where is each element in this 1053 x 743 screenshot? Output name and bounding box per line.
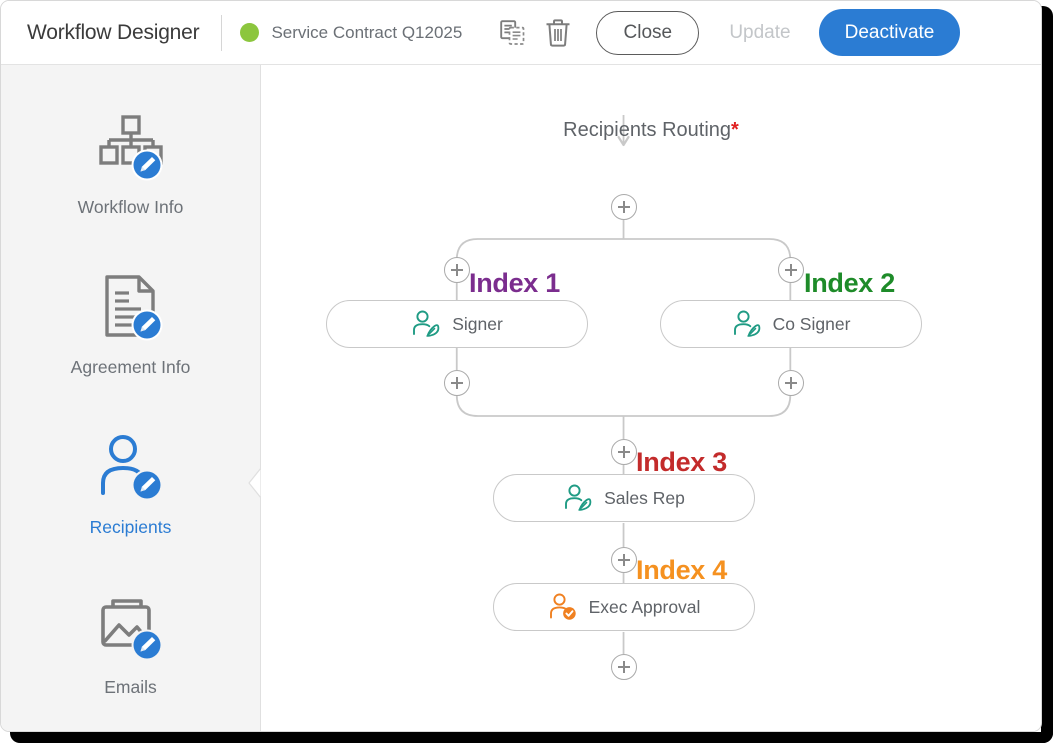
recipient-node-exec-approval[interactable]: Exec Approval: [493, 583, 755, 631]
flow-connector-lines: [261, 65, 1041, 732]
add-step-branch1-above[interactable]: [444, 257, 470, 283]
close-button[interactable]: Close: [596, 11, 699, 55]
workflow-hierarchy-edit-icon: [95, 109, 167, 187]
add-step-top[interactable]: [611, 194, 637, 220]
workflow-canvas: Recipients Routing* Index 1 Index 2 Inde…: [261, 65, 1041, 732]
window-shadow-bottom: [10, 732, 1053, 743]
add-step-branch2-below[interactable]: [778, 370, 804, 396]
recipient-node-sales-rep[interactable]: Sales Rep: [493, 474, 755, 522]
status-badge: [240, 23, 259, 42]
canvas-title-text: Recipients Routing: [563, 119, 731, 141]
add-step-before-index3[interactable]: [611, 439, 637, 465]
window-body: Workflow Designer Service Contract Q1202…: [0, 0, 1042, 732]
index-label-2: Index 2: [804, 268, 895, 299]
image-mail-edit-icon: [95, 589, 167, 667]
index-label-4: Index 4: [636, 555, 727, 586]
recipient-node-signer[interactable]: Signer: [326, 300, 588, 348]
header-divider: [221, 15, 222, 51]
app-header: Workflow Designer Service Contract Q1202…: [1, 1, 1041, 65]
add-step-branch1-below[interactable]: [444, 370, 470, 396]
person-edit-icon: [95, 429, 167, 507]
document-edit-icon: [95, 269, 167, 347]
sidebar-item-label: Emails: [104, 677, 157, 698]
active-indicator-caret: [245, 468, 261, 498]
update-button[interactable]: Update: [719, 11, 800, 55]
canvas-title: Recipients Routing*: [261, 119, 1041, 142]
node-label: Signer: [452, 314, 503, 335]
sidebar: Workflow Info: [1, 65, 261, 732]
approver-check-icon: [548, 593, 578, 621]
sidebar-item-emails[interactable]: Emails: [1, 563, 260, 723]
sidebar-item-label: Agreement Info: [71, 357, 191, 378]
page-title: Workflow Designer: [27, 21, 199, 45]
node-label: Exec Approval: [589, 597, 701, 618]
required-marker: *: [731, 119, 739, 141]
window-shadow-right: [1041, 6, 1053, 743]
signer-pen-icon: [411, 310, 441, 338]
sidebar-item-agreement-info[interactable]: Agreement Info: [1, 243, 260, 403]
sidebar-item-label: Recipients: [90, 517, 172, 538]
add-step-bottom[interactable]: [611, 654, 637, 680]
signer-pen-icon: [732, 310, 762, 338]
trash-icon[interactable]: [538, 13, 578, 53]
sidebar-item-label: Workflow Info: [78, 197, 184, 218]
add-step-branch2-above[interactable]: [778, 257, 804, 283]
signer-pen-icon: [563, 484, 593, 512]
node-label: Sales Rep: [604, 488, 685, 509]
document-name: Service Contract Q12025: [271, 23, 462, 43]
deactivate-button[interactable]: Deactivate: [819, 9, 961, 56]
sidebar-item-recipients[interactable]: Recipients: [1, 403, 260, 563]
add-step-before-index4[interactable]: [611, 547, 637, 573]
recipient-node-co-signer[interactable]: Co Signer: [660, 300, 922, 348]
content-row: Workflow Info: [1, 65, 1041, 732]
sidebar-item-workflow-info[interactable]: Workflow Info: [1, 83, 260, 243]
node-label: Co Signer: [773, 314, 851, 335]
index-label-1: Index 1: [469, 268, 560, 299]
copy-document-icon[interactable]: [492, 13, 532, 53]
index-label-3: Index 3: [636, 447, 727, 478]
